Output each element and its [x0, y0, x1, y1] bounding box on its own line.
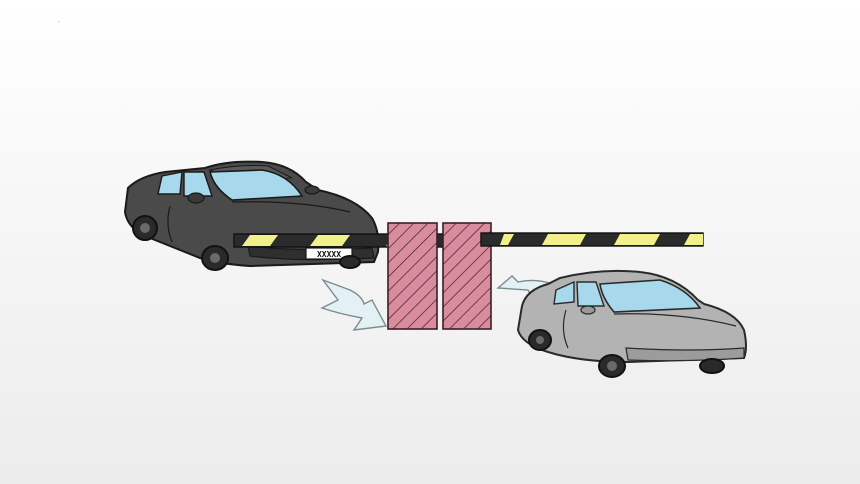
right-barrier-arm — [480, 232, 704, 247]
booth-left — [387, 222, 438, 330]
license-plate-text: XXXXX — [317, 250, 341, 259]
exit-arrow-icon — [320, 278, 388, 331]
corner-mark: . — [58, 18, 60, 24]
light-car-windshield — [599, 279, 702, 313]
gate-booths — [387, 222, 492, 330]
light-car — [516, 269, 747, 378]
dark-car-windshield — [208, 169, 304, 201]
dark-car: XXXXX — [123, 160, 380, 271]
license-plate — [305, 247, 353, 260]
